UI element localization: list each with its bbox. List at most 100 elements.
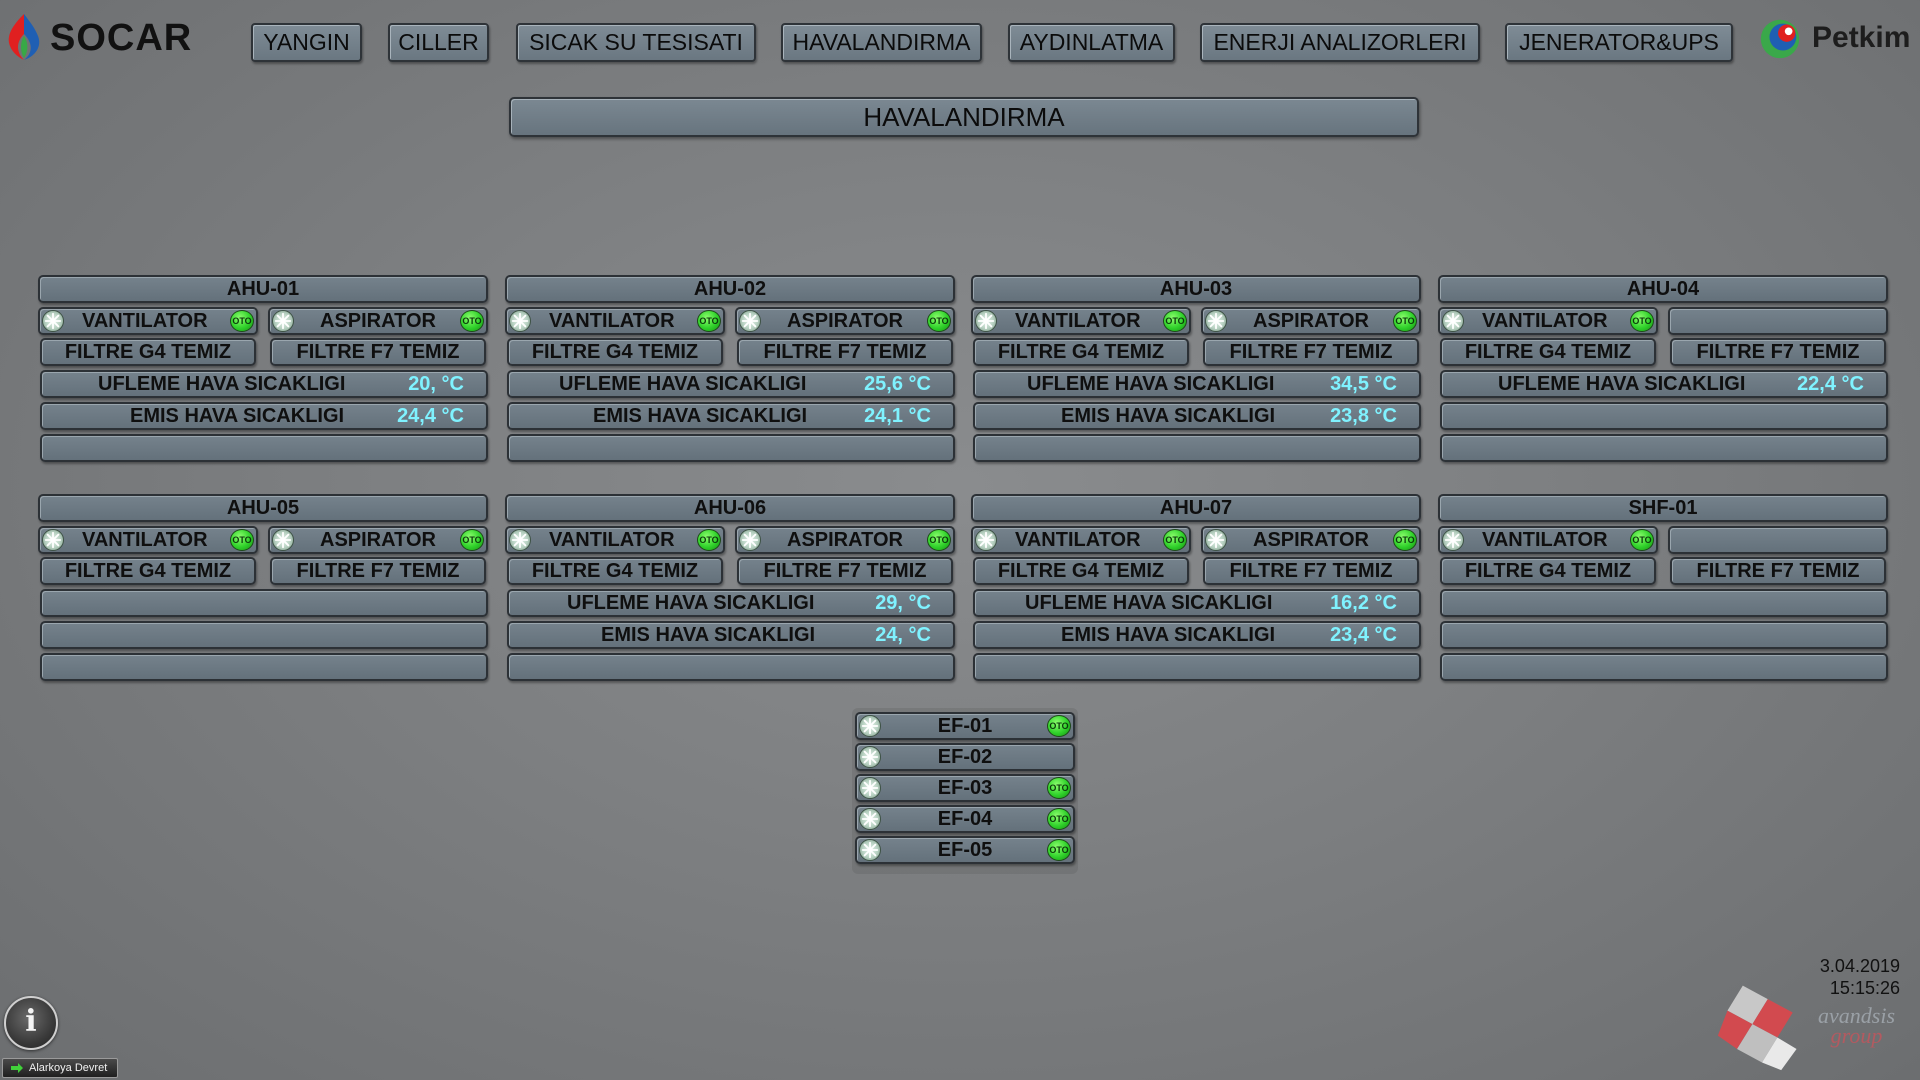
group-text: group [1830, 1023, 1883, 1048]
fan-icon [1205, 529, 1227, 551]
ef-02-button[interactable]: EF-02 [855, 743, 1075, 771]
fan-icon [859, 746, 881, 768]
ahu-05-vantilator[interactable]: VANTILATOR OTO [38, 526, 258, 554]
oto-status-indicator: OTO [1393, 529, 1417, 551]
ahu-05-empty-row-1 [40, 589, 488, 617]
ahu-03-aspirator[interactable]: ASPIRATOR OTO [1201, 307, 1421, 335]
filtre-f7-label: FILTRE F7 TEMIZ [1229, 341, 1393, 363]
ahu-03-header: AHU-03 [971, 275, 1421, 303]
ef-04-button[interactable]: EF-04 OTO [855, 805, 1075, 833]
ef-05-button[interactable]: EF-05 OTO [855, 836, 1075, 864]
ahu-01-vantilator[interactable]: VANTILATOR OTO [38, 307, 258, 335]
date-text: 3.04.2019 [1819, 956, 1900, 976]
emis-label: EMIS HAVA SICAKLIGI [130, 405, 345, 427]
oto-status-indicator: OTO [230, 310, 254, 332]
ufleme-value: 16,2 °C [1330, 592, 1397, 614]
filtre-f7-label: FILTRE F7 TEMIZ [296, 341, 460, 363]
ahu-01-empty-row [40, 434, 488, 462]
nav-jenerator-ups-button[interactable]: JENERATOR&UPS [1505, 23, 1733, 62]
oto-status-indicator: OTO [1630, 310, 1654, 332]
fan-icon [42, 529, 64, 551]
nav-havalandirma-button[interactable]: HAVALANDIRMA [781, 23, 982, 62]
nav-aydinlatma-button[interactable]: AYDINLATMA [1008, 23, 1175, 62]
vantilator-label: VANTILATOR [549, 529, 675, 551]
ahu-02-header: AHU-02 [505, 275, 955, 303]
ef-03-button[interactable]: EF-03 OTO [855, 774, 1075, 802]
ahu-07-filtre-g4: FILTRE G4 TEMIZ [973, 557, 1189, 585]
ahu-07-empty-row [973, 653, 1421, 681]
ahu-05-aspirator[interactable]: ASPIRATOR OTO [268, 526, 488, 554]
oto-status-indicator: OTO [1047, 715, 1071, 737]
ahu-02-filtre-g4: FILTRE G4 TEMIZ [507, 338, 723, 366]
emis-value: 24,1 °C [864, 405, 931, 427]
filtre-g4-label: FILTRE G4 TEMIZ [531, 341, 699, 363]
ahu-03-ufleme-row: UFLEME HAVA SICAKLIGI 34,5 °C [973, 370, 1421, 398]
filtre-g4-label: FILTRE G4 TEMIZ [1464, 341, 1632, 363]
alarm-transfer-button[interactable]: Alarkoya Devret [2, 1058, 118, 1078]
ahu-02-aspirator[interactable]: ASPIRATOR OTO [735, 307, 955, 335]
ahu-06-empty-row [507, 653, 955, 681]
ahu-03-vantilator[interactable]: VANTILATOR OTO [971, 307, 1191, 335]
filtre-g4-label: FILTRE G4 TEMIZ [997, 560, 1165, 582]
fan-icon [859, 839, 881, 861]
ef-name: EF-05 [937, 839, 993, 861]
ahu-01-panel: AHU-01 VANTILATOR OTO ASPIRATOR OTO FILT… [38, 275, 490, 469]
fan-icon [509, 529, 531, 551]
socar-logo: SOCAR [2, 8, 212, 68]
info-button[interactable]: i [4, 996, 58, 1050]
nav-ciller-button[interactable]: CILLER [388, 23, 489, 62]
ef-name: EF-02 [937, 746, 993, 768]
shf-01-vantilator[interactable]: VANTILATOR OTO [1438, 526, 1658, 554]
filtre-f7-label: FILTRE F7 TEMIZ [296, 560, 460, 582]
nav-yangin-button[interactable]: YANGIN [251, 23, 362, 62]
ahu-01-filtre-g4: FILTRE G4 TEMIZ [40, 338, 256, 366]
unit-name: AHU-06 [693, 497, 767, 519]
emis-value: 24,4 °C [397, 405, 464, 427]
exhaust-fan-panel: EF-01 OTO EF-02 EF-03 OTO EF-04 OTO EF-0… [852, 708, 1078, 874]
ahu-07-filtre-f7: FILTRE F7 TEMIZ [1203, 557, 1419, 585]
ahu-04-ufleme-row: UFLEME HAVA SICAKLIGI 22,4 °C [1440, 370, 1888, 398]
ahu-03-empty-row [973, 434, 1421, 462]
nav-sicak-su-button[interactable]: SICAK SU TESISATI [516, 23, 756, 62]
ahu-04-vantilator[interactable]: VANTILATOR OTO [1438, 307, 1658, 335]
ahu-02-vantilator[interactable]: VANTILATOR OTO [505, 307, 725, 335]
ahu-04-panel: AHU-04 VANTILATOR OTO FILTRE G4 TEMIZ FI… [1438, 275, 1890, 469]
shf-01-filtre-g4: FILTRE G4 TEMIZ [1440, 557, 1656, 585]
aspirator-label: ASPIRATOR [320, 310, 436, 332]
shf-01-empty-row-3 [1440, 653, 1888, 681]
oto-status-indicator: OTO [1163, 529, 1187, 551]
ahu-06-aspirator[interactable]: ASPIRATOR OTO [735, 526, 955, 554]
oto-status-indicator: OTO [697, 310, 721, 332]
ahu-07-vantilator[interactable]: VANTILATOR OTO [971, 526, 1191, 554]
ahu-01-filtre-f7: FILTRE F7 TEMIZ [270, 338, 486, 366]
green-arrow-icon [11, 1063, 23, 1073]
ahu-01-aspirator[interactable]: ASPIRATOR OTO [268, 307, 488, 335]
socar-logo-text: SOCAR [50, 16, 193, 59]
filtre-g4-label: FILTRE G4 TEMIZ [1464, 560, 1632, 582]
ahu-02-ufleme-row: UFLEME HAVA SICAKLIGI 25,6 °C [507, 370, 955, 398]
fan-icon [739, 310, 761, 332]
shf-01-filtre-f7: FILTRE F7 TEMIZ [1670, 557, 1886, 585]
ahu-06-vantilator[interactable]: VANTILATOR OTO [505, 526, 725, 554]
ufleme-label: UFLEME HAVA SICAKLIGI [1498, 373, 1746, 395]
oto-status-indicator: OTO [460, 310, 484, 332]
ahu-05-header: AHU-05 [38, 494, 488, 522]
ufleme-value: 20, °C [408, 373, 464, 395]
ahu-07-emis-row: EMIS HAVA SICAKLIGI 23,4 °C [973, 621, 1421, 649]
shf-01-empty-row-2 [1440, 621, 1888, 649]
fan-icon [1205, 310, 1227, 332]
ahu-05-panel: AHU-05 VANTILATOR OTO ASPIRATOR OTO FILT… [38, 494, 490, 688]
fan-icon [509, 310, 531, 332]
unit-name: AHU-01 [226, 278, 300, 300]
fan-icon [859, 808, 881, 830]
ef-01-button[interactable]: EF-01 OTO [855, 712, 1075, 740]
nav-enerji-analizorleri-button[interactable]: ENERJI ANALIZORLERI [1200, 23, 1480, 62]
ahu-07-panel: AHU-07 VANTILATOR OTO ASPIRATOR OTO FILT… [971, 494, 1423, 688]
ahu-04-filtre-f7: FILTRE F7 TEMIZ [1670, 338, 1886, 366]
ahu-06-ufleme-row: UFLEME HAVA SICAKLIGI 29, °C [507, 589, 955, 617]
fan-icon [859, 715, 881, 737]
ahu-07-aspirator[interactable]: ASPIRATOR OTO [1201, 526, 1421, 554]
oto-status-indicator: OTO [697, 529, 721, 551]
aspirator-label: ASPIRATOR [787, 529, 903, 551]
vantilator-label: VANTILATOR [1482, 529, 1608, 551]
